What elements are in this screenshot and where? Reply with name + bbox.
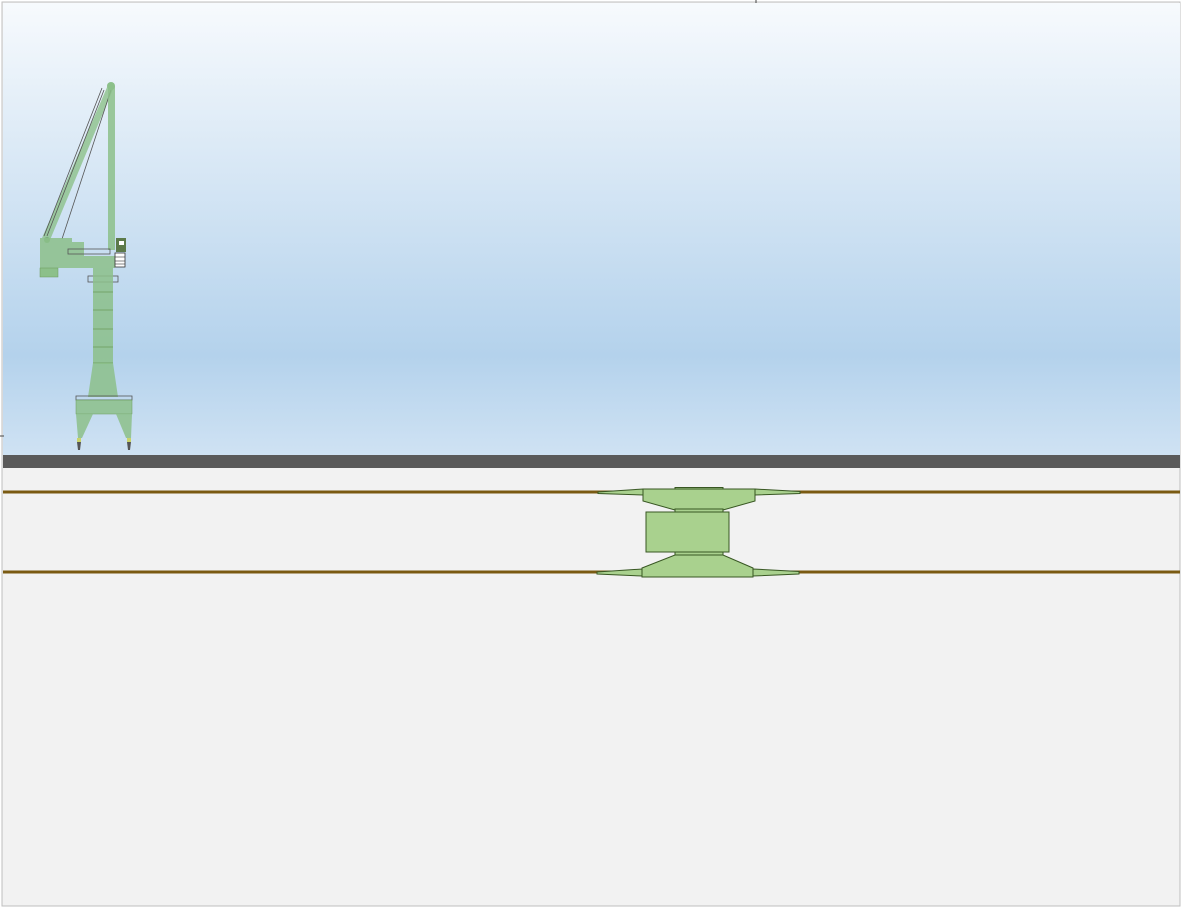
crane-base-plan [596, 487, 801, 578]
lower-bogie-left-wing [596, 568, 643, 577]
crane-mast [108, 86, 115, 250]
crane-boom [42, 85, 113, 240]
rail-line-upper [3, 490, 1180, 494]
rail-line-lower [3, 570, 1180, 574]
sky-background [3, 3, 1180, 455]
tower-flare [88, 363, 118, 397]
portal-leg-left [76, 414, 93, 438]
lower-bogie-right-wing [752, 568, 800, 577]
portal-leg-right [116, 414, 132, 438]
boom-cable-2 [46, 89, 105, 237]
cab-window-icon [119, 241, 124, 245]
tower-column [93, 268, 113, 364]
boom-cable-1 [43, 87, 103, 237]
leg-foot-left [77, 442, 81, 450]
center-body [645, 511, 730, 553]
leg-foot-right [127, 442, 131, 450]
lower-bogie-body [641, 554, 754, 578]
quay-platform [3, 455, 1180, 468]
machinery-walkway [67, 248, 111, 255]
portal-beam [75, 399, 133, 415]
portal-crane [39, 82, 133, 450]
cab-ladder [114, 252, 126, 268]
boom-cable-3 [61, 89, 112, 240]
counterweight [39, 267, 59, 278]
wheel-left-icon [77, 438, 81, 442]
wheel-right-icon [127, 438, 131, 442]
mast-head [107, 82, 115, 90]
machinery-house [40, 238, 115, 268]
